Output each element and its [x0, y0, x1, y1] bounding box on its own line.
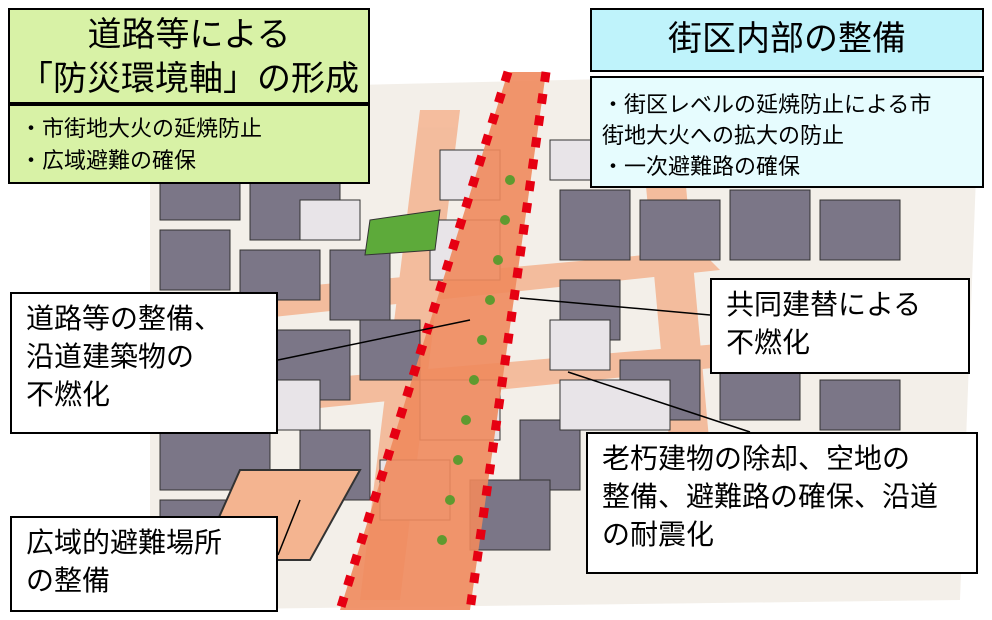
evac-callout-line-2: の整備 — [26, 564, 111, 597]
joint-rebuilding-callout: 共同建替による 不燃化 — [710, 278, 970, 374]
block-bullet-3: ・一次避難路の確保 — [602, 155, 801, 180]
axis-boundary-right — [465, 71, 551, 611]
leader-evac — [277, 499, 301, 556]
leader-old — [567, 371, 751, 433]
block-interior-title-box: 街区内部の整備 — [590, 8, 984, 72]
evacuation-site-callout: 広域的避難場所 の整備 — [10, 516, 278, 612]
block-bullet-1: ・街区レベルの延焼防止による市 — [602, 93, 932, 118]
road-callout-line-2: 沿道建築物の — [26, 340, 195, 373]
axis-formation-bullets-box: ・市街地大火の延焼防止 ・広域避難の確保 — [8, 104, 370, 184]
leader-joint — [519, 297, 711, 316]
evac-callout-line-1: 広域的避難場所 — [26, 526, 223, 559]
road-improvement-callout: 道路等の整備、 沿道建築物の 不燃化 — [10, 292, 278, 434]
axis-formation-title-box: 道路等による 「防災環境軸」の形成 — [8, 8, 370, 104]
disaster-prevention-axis-road — [340, 72, 546, 610]
leader-road — [277, 319, 471, 361]
joint-callout-line-2: 不燃化 — [726, 326, 811, 359]
block-interior-bullets-box: ・街区レベルの延焼防止による市 街地大火への拡大の防止 ・一次避難路の確保 — [590, 76, 984, 188]
axis-bullet-2: ・広域避難の確保 — [20, 149, 197, 174]
old-callout-line-3: の耐震化 — [602, 518, 715, 551]
joint-callout-line-1: 共同建替による — [726, 288, 922, 321]
callout-leader-lines — [277, 297, 751, 556]
road-callout-line-1: 道路等の整備、 — [26, 302, 223, 335]
street-trees — [437, 175, 515, 545]
old-callout-line-2: 整備、避難路の確保、沿道 — [602, 480, 939, 513]
road-callout-line-3: 不燃化 — [26, 378, 111, 411]
axis-boundary-left — [335, 70, 513, 612]
axis-title-line-2: 「防災環境軸」の形成 — [19, 59, 359, 99]
axis-bullet-1: ・市街地大火の延焼防止 — [20, 117, 263, 142]
old-building-removal-callout: 老朽建物の除却、空地の 整備、避難路の確保、沿道 の耐震化 — [586, 432, 978, 574]
block-interior-title: 街区内部の整備 — [668, 19, 906, 59]
axis-title-line-1: 道路等による — [87, 15, 291, 55]
old-callout-line-1: 老朽建物の除却、空地の — [602, 442, 911, 475]
block-bullet-2: 街地大火への拡大の防止 — [602, 124, 845, 149]
